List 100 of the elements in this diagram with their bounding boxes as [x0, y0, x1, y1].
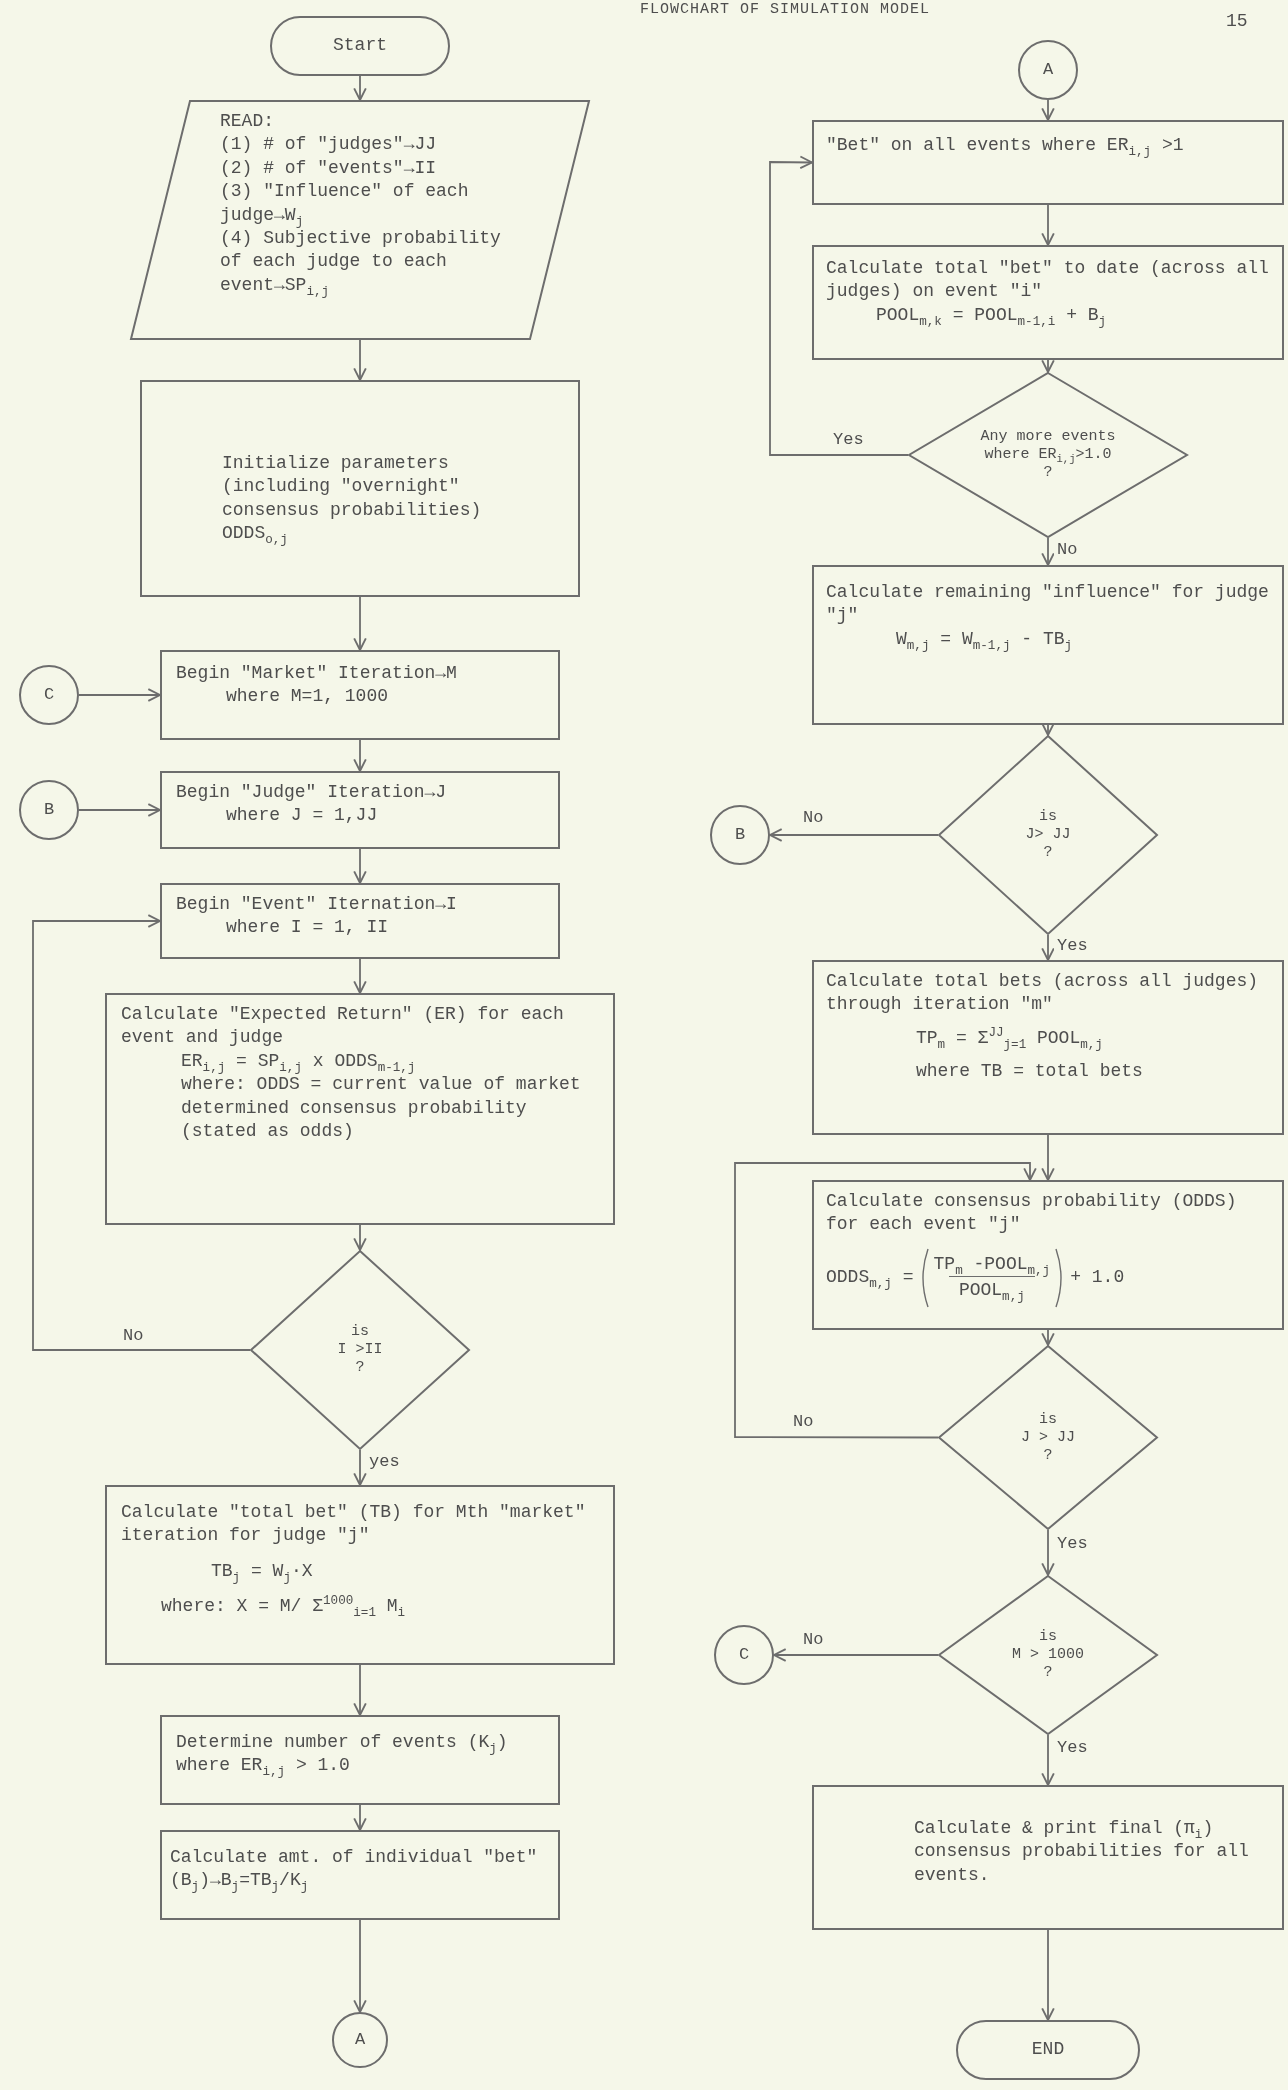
- flow-arrow: [773, 1648, 939, 1662]
- flow-arrow: [734, 1162, 1037, 1439]
- connector-letter: C: [43, 683, 55, 706]
- condition-text: J> JJ: [1025, 826, 1071, 844]
- condition-text: M > 1000: [1012, 1646, 1084, 1664]
- condition-text: I >II: [337, 1341, 383, 1359]
- step-text: TP$_{m}$ = Σ$^{JJ}$$_{j=1}$ POOL$_{m,j}$: [915, 1026, 1104, 1051]
- flow-arrow: [78, 688, 161, 702]
- condition-text: ?: [1043, 844, 1053, 862]
- process-box: [140, 380, 580, 597]
- flow-arrow: [353, 848, 367, 884]
- condition-text: ?: [1043, 1664, 1053, 1682]
- condition-text: J > JJ: [1021, 1428, 1075, 1447]
- step-text: Calculate total "bet" to date (across all judges) on event "i": [826, 257, 1270, 304]
- connector-letter: A: [354, 2028, 366, 2051]
- step-text: where I = 1, II: [225, 916, 390, 940]
- step-text: POOL$_{m,k}$ = POOL$_{m-1,i}$ + B$_{j}$: [875, 303, 1108, 328]
- process-box: [812, 1180, 1284, 1330]
- step-text: Begin "Judge" Iteration→J: [176, 781, 448, 804]
- connector-letter: B: [43, 798, 55, 821]
- flow-arrow: [32, 914, 251, 1351]
- step-text: where: ODDS = current value of market determined consensus probability (stated as odds): [180, 1074, 582, 1143]
- flow-arrow: [78, 803, 161, 817]
- flow-arrow: [1041, 1929, 1055, 2021]
- step-text: TB$_{j}$ = W$_{j}$·X: [210, 1559, 314, 1584]
- page-number: 15: [1226, 10, 1248, 33]
- flow-arrow: [1041, 359, 1055, 373]
- connector-circle: [19, 665, 79, 725]
- process-box: [812, 1785, 1284, 1930]
- step-text: where M=1, 1000: [225, 685, 390, 709]
- step-text: Calculate & print final (π$_{i}$) consensus probabilities for all events.: [914, 1817, 1250, 1887]
- process-box: [160, 883, 560, 959]
- step-text: Calculate remaining "influence" for judge "j": [826, 581, 1270, 628]
- connector-letter: B: [734, 823, 746, 846]
- flow-arrow: [769, 155, 909, 456]
- flow-arrow: [353, 1804, 367, 1831]
- decision-diamond: [908, 372, 1188, 538]
- decision-diamond: [938, 1575, 1158, 1735]
- process-box: [160, 1830, 560, 1920]
- condition-text: ?: [1043, 1446, 1053, 1465]
- flow-arrow: [1041, 1134, 1055, 1181]
- condition-text: Any more events where ER$_{i,j}$>1.0: [979, 428, 1117, 464]
- condition-text: is: [1039, 1628, 1057, 1646]
- process-box: [812, 960, 1284, 1135]
- step-text: Calculate "total bet" (TB) for Mth "market" iteration for judge "j": [121, 1501, 587, 1548]
- step-text: POOL$_{m,j}$: [948, 1276, 1035, 1303]
- flow-arrow: [353, 596, 367, 651]
- connector-circle: [1018, 40, 1078, 100]
- flow-arrow: [353, 339, 367, 381]
- process-box: [160, 1715, 560, 1805]
- flow-arrow: [769, 828, 939, 842]
- process-box: [812, 245, 1284, 360]
- terminal-shape: [270, 16, 450, 76]
- input-text: (2) # of "events"→II: [220, 156, 438, 180]
- connector-circle: [714, 1625, 774, 1685]
- decision-diamond: [938, 735, 1158, 935]
- flow-arrow: [353, 1449, 367, 1486]
- input-parallelogram: [130, 100, 590, 340]
- condition-text: ?: [1043, 464, 1053, 482]
- connector-circle: [332, 2012, 388, 2068]
- flow-arrow: [1041, 204, 1055, 246]
- process-box: [105, 1485, 615, 1665]
- process-box: [160, 771, 560, 849]
- page-title: FLOWCHART OF SIMULATION MODEL: [640, 1, 931, 19]
- flow-arrow: [353, 1224, 367, 1251]
- input-text: READ:: [220, 110, 275, 133]
- decision-diamond: [250, 1250, 470, 1450]
- condition-text: is: [1039, 808, 1057, 826]
- step-text: Calculate total bets (across all judges) through iteration "m": [826, 970, 1260, 1017]
- condition-text: is: [351, 1323, 369, 1341]
- flow-arrow: [1041, 99, 1055, 121]
- condition-text: is: [1039, 1410, 1057, 1429]
- connector-letter: C: [738, 1643, 750, 1666]
- condition-text: ?: [355, 1359, 365, 1377]
- input-text: (4) Subjective probability of each judge to each event→SP$_{i,j}$: [220, 227, 502, 298]
- step-text: + 1.0: [1070, 1266, 1125, 1290]
- step-text: TP$_{m}$ -POOL$_{m,j}$: [933, 1252, 1051, 1277]
- step-text: W$_{m,j}$ = W$_{m-1,j}$ - TB$_{j}$: [895, 627, 1074, 652]
- terminal-text: Start: [333, 34, 387, 58]
- step-text: Calculate amt. of individual "bet" (B$_{j}$)→B$_{j}$=TB$_{j}$/K$_{j}$: [170, 1846, 539, 1893]
- terminal-text: END: [1031, 2038, 1065, 2062]
- step-text: Calculate consensus probability (ODDS) for each event "j": [826, 1190, 1238, 1237]
- connector-circle: [710, 805, 770, 865]
- step-text: Begin "Market" Iteration→M: [176, 662, 458, 685]
- process-box: [105, 993, 615, 1225]
- step-text: Begin "Event" Iternation→I: [176, 893, 458, 916]
- flow-arrow: [353, 739, 367, 772]
- decision-diamond: [938, 1345, 1158, 1530]
- step-text: Initialize parameters (including "overnight" consensus probabilities): [222, 452, 483, 522]
- process-box: [812, 120, 1284, 205]
- step-text: ER$_{i,j}$ = SP$_{i,j}$ x ODDS$_{m-1,j}$: [180, 1049, 417, 1074]
- step-text: where: X = M/ Σ$^{1000}$$_{i=1}$ M$_{i}$: [160, 1595, 407, 1619]
- input-text: (3) "Influence" of each judge→W$_{j}$: [220, 180, 470, 227]
- step-text: Determine number of events (K$_{j}$) where ER$_{i,j}$ > 1.0: [176, 1731, 509, 1778]
- process-box: [812, 565, 1284, 725]
- flow-arrow: [1041, 934, 1055, 961]
- flow-arrow: [353, 958, 367, 994]
- step-text: ODDS$_{o,j}$: [222, 522, 289, 546]
- connector-circle: [19, 780, 79, 840]
- step-text: where TB = total bets: [915, 1060, 1144, 1084]
